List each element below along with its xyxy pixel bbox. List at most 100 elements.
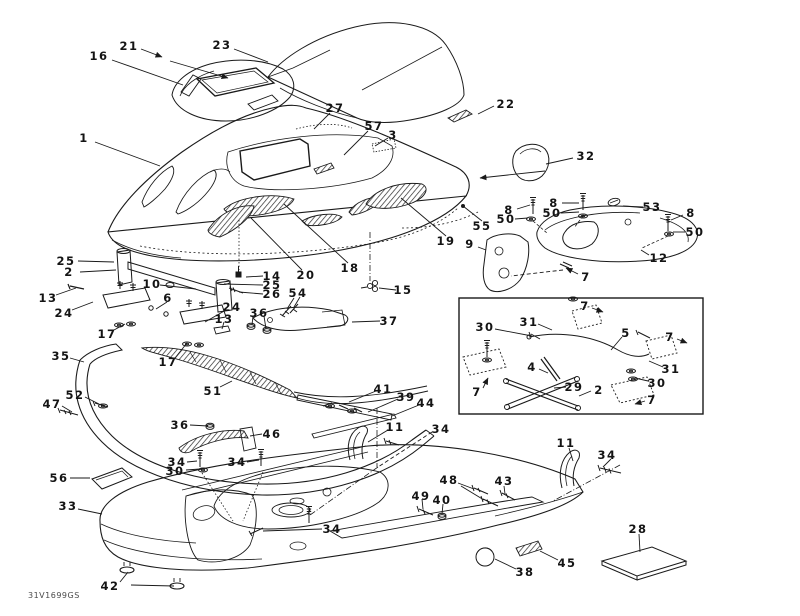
leader-line (377, 431, 433, 468)
hood-panel (107, 104, 479, 262)
leader-line (560, 211, 580, 214)
leader-line (479, 170, 546, 181)
leader-line (460, 485, 485, 501)
leader-line (155, 301, 168, 310)
leader-line (293, 296, 301, 308)
leader-line (503, 485, 506, 495)
leader-dot (461, 204, 465, 208)
leader-line (676, 337, 688, 344)
leader-line (477, 246, 487, 251)
leader-line (367, 398, 399, 413)
deflector-32 (512, 143, 550, 182)
leader-line (113, 323, 126, 331)
leader-line (221, 321, 225, 330)
front-frame (67, 248, 299, 348)
leader-line (568, 447, 574, 462)
leader-line (514, 217, 529, 220)
leader-line (185, 468, 201, 471)
leader-line (159, 284, 197, 290)
leader-line (189, 424, 209, 427)
leader-line (223, 283, 264, 286)
leader-line (263, 315, 267, 330)
leader-line (640, 249, 650, 256)
leader-line (591, 306, 604, 313)
leader-line (219, 380, 233, 388)
plate-code: 31V1699GS (28, 591, 80, 600)
strip-22 (447, 109, 473, 123)
leader-line (391, 404, 420, 417)
leader-line (400, 197, 447, 237)
leader-line (553, 386, 567, 389)
strip-46 (178, 426, 257, 454)
leader-line (111, 59, 184, 86)
leader-line (286, 297, 295, 310)
leader-line (343, 130, 369, 156)
leader-line (246, 459, 260, 463)
leader-line (421, 498, 424, 510)
leader-line (262, 528, 323, 532)
rail-41-44 (296, 394, 397, 439)
leader-line (77, 260, 115, 263)
leader-line (602, 458, 612, 468)
leader-line (670, 214, 684, 221)
leader-line (250, 217, 303, 271)
leader-line (648, 360, 664, 368)
leader-line (622, 205, 644, 208)
leader-line (367, 429, 389, 443)
leader-line (565, 267, 579, 275)
leader-line (79, 269, 117, 273)
leader-line (494, 328, 533, 337)
leader-line (610, 336, 623, 351)
leader-line (233, 48, 269, 63)
leader-line (130, 584, 175, 587)
leader-line (482, 377, 489, 389)
leader-line (204, 309, 227, 323)
fasteners-misc (57, 400, 622, 537)
construction-lines (201, 215, 669, 522)
leader-line (140, 48, 163, 58)
leader-line (71, 301, 94, 311)
pad-56 (91, 467, 133, 490)
leader-line (61, 405, 73, 413)
leader-line (77, 508, 103, 515)
leader-line (510, 269, 564, 277)
leader-line (638, 533, 641, 553)
bumper-35 (75, 343, 435, 496)
leader-line (119, 571, 129, 583)
windshield (267, 22, 465, 123)
footrest-51 (140, 346, 429, 405)
leader-line (351, 320, 381, 323)
leader-line (457, 482, 475, 490)
leader-line (538, 368, 549, 374)
console-pad (171, 59, 295, 122)
leader-line (378, 287, 397, 291)
mat-28 (600, 546, 688, 581)
leader-line (539, 550, 559, 561)
leader-line (55, 287, 77, 296)
leader-line (494, 558, 517, 570)
leader-line (578, 390, 592, 397)
leader-line (69, 357, 85, 363)
bracket-37 (252, 306, 349, 331)
leader-line (245, 275, 264, 278)
leader-line (634, 399, 646, 406)
leader-line (537, 323, 553, 331)
leader-line (441, 503, 444, 515)
leader-line (313, 112, 331, 130)
brackets-11 (347, 425, 580, 489)
leader-line (238, 291, 264, 295)
leader-line (94, 141, 161, 167)
leader-line (348, 390, 377, 403)
leader-line (634, 377, 649, 382)
leader-line (516, 204, 531, 210)
leader-line (169, 60, 229, 80)
grommet-15 (360, 279, 379, 293)
leader-line (283, 203, 349, 264)
leader-line (84, 396, 100, 405)
headlamp-pod (482, 193, 699, 293)
leader-line (477, 105, 495, 115)
leader-line (545, 157, 574, 165)
leader-line (186, 460, 198, 463)
